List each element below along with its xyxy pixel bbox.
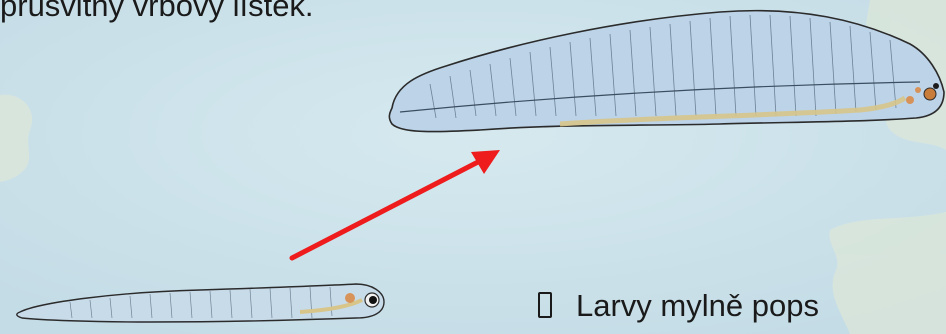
bullet-item-text: Larvy mylně pops (576, 288, 819, 323)
bullet-item: Larvy mylně pops (538, 286, 819, 326)
slide-caption-text: průsvitný vrbový lístek. (0, 0, 314, 26)
missing-glyph-icon (538, 292, 552, 318)
